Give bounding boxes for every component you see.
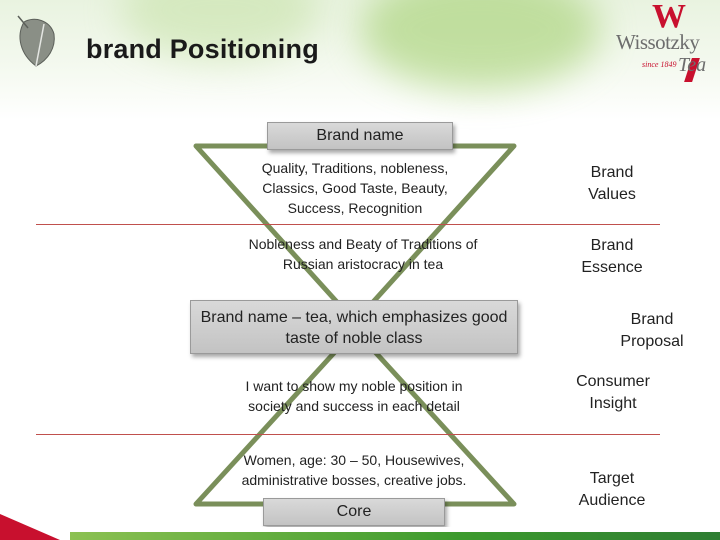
target-audience-label: Target Audience [578,470,646,509]
brand-values-label: Brand Values [588,164,636,203]
header-background [0,0,720,120]
proposal-text: Brand name – tea, which emphasizes good … [200,309,508,347]
brand-logo: W Wissotzky since 1849 Tea [612,0,720,92]
logo-name: Wissotzky [616,30,700,54]
insight-text: I want to show my noble position in soci… [245,378,463,414]
brand-name-box: Brand name [267,122,453,150]
essence-text: Nobleness and Beaty of Traditions of Rus… [248,236,478,272]
consumer-insight-label: Consumer Insight [576,373,650,412]
brand-name-label: Brand name [316,127,404,144]
page-title: brand Positioning [86,34,319,64]
leaf-icon [17,15,55,67]
footer-green-stripe [70,532,720,540]
divider-line [36,224,660,225]
logo-tea: Tea [678,54,707,76]
audience-text: Women, age: 30 – 50, Housewives, adminis… [241,452,467,488]
values-text: Quality, Traditions, nobleness, Classics… [261,160,449,216]
footer-red-accent [0,514,60,540]
brand-proposal-label: Brand Proposal [620,311,684,350]
core-box: Core [263,498,445,526]
brand-essence-label: Brand Essence [581,237,643,276]
proposal-box: Brand name – tea, which emphasizes good … [190,300,518,354]
core-label: Core [336,503,372,520]
logo-since: since 1849 [642,60,677,69]
logo-w: W [652,0,686,35]
divider-line [36,434,660,435]
